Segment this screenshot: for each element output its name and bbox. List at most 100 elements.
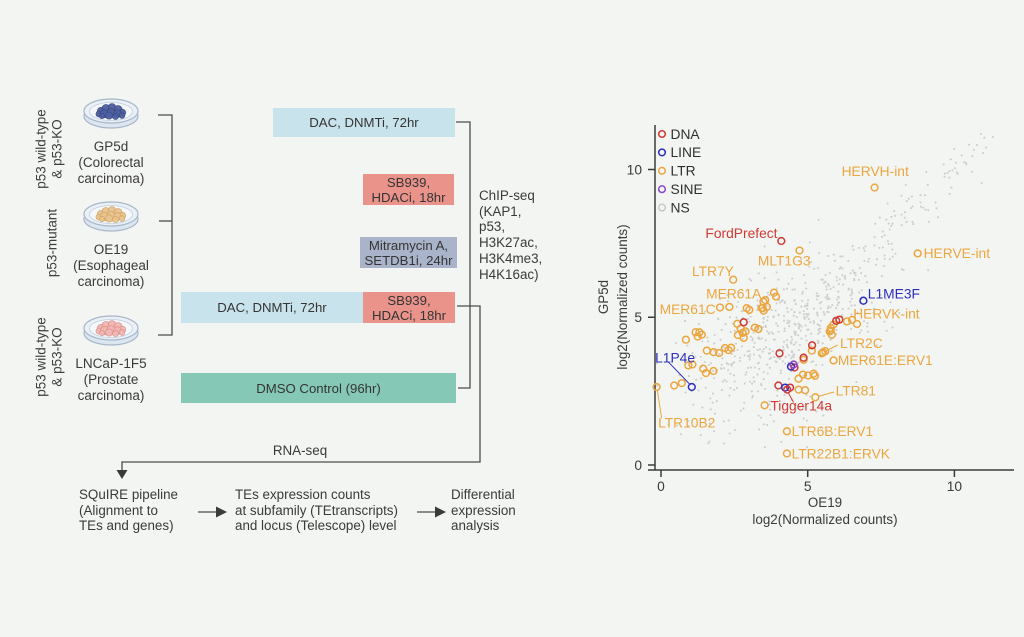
svg-text:0: 0: [634, 458, 642, 473]
te-point-ltr: [701, 368, 711, 378]
x-axis-subtitle: log2(Normalized counts): [752, 512, 897, 527]
point-herve-int: [913, 249, 922, 258]
pipeline-step-te-counts: TEs expression counts at subfamily (TEtr…: [235, 487, 398, 534]
te-point-dna: [739, 318, 748, 327]
treatment-box-mitramycin: Mitramycin A, SETDB1i, 24hr: [360, 237, 457, 268]
te-point-ltr: [693, 332, 702, 341]
te-point-ltr: [697, 330, 706, 339]
treatment-box-dac-dnmti: DAC, DNMTi, 72hr: [273, 108, 455, 137]
te-point-dna: [807, 341, 817, 350]
point-tigger14a: [783, 385, 792, 394]
te-point-ltr: [771, 292, 781, 301]
te-point-dna: [775, 349, 784, 358]
point-hervh-int: [870, 183, 879, 192]
down-arrowhead: [116, 470, 128, 479]
cell-line-bracket: [158, 114, 173, 336]
point-ltr22b1:ervk: [782, 449, 792, 458]
label-fordprefect: FordPrefect: [705, 226, 777, 241]
label-l1p4e: L1P4e: [655, 351, 695, 366]
legend-swatch-line: [657, 148, 667, 157]
te-point-ltr: [695, 328, 704, 337]
leader-l1p4e: [668, 361, 691, 385]
legend-swatch-ltr: [657, 166, 667, 175]
legend-label-sine: SINE: [671, 182, 703, 197]
te-point-ltr: [709, 347, 718, 357]
x-axis-title: OE19: [808, 495, 842, 510]
label-mer61a: MER61A: [706, 286, 762, 301]
te-point-ltr: [709, 366, 718, 376]
label-ltr81: LTR81: [836, 383, 876, 398]
te-point-ltr: [807, 346, 816, 355]
label-ltr6b:erv1: LTR6B:ERV1: [792, 424, 874, 439]
te-point-ltr: [760, 401, 769, 410]
pipeline-arrow-2-head: [435, 506, 446, 518]
te-point-sine: [789, 360, 798, 369]
point-hervk-int: [842, 317, 852, 326]
leader-ltr10b2: [657, 391, 663, 419]
petri-dish-gp5d: [82, 92, 140, 136]
te-point-ltr: [739, 333, 748, 343]
te-point-dna: [774, 381, 783, 390]
svg-text:10: 10: [947, 479, 963, 494]
label-ltr7y: LTR7Y: [692, 264, 734, 279]
svg-text:0: 0: [657, 479, 665, 494]
petri-dish-icon: [83, 98, 139, 129]
te-point-ltr: [725, 302, 734, 312]
te-point-ltr: [681, 335, 691, 344]
pipeline-step-differential: Differential expression analysis: [451, 487, 516, 534]
point-mer61e:erv1: [829, 356, 838, 365]
te-point-ltr: [759, 306, 768, 315]
label-mer61e:erv1: MER61E:ERV1: [838, 353, 933, 368]
chipseq-label: ChIP-seq (KAP1, p53, H3K27ac, H3K4me3, H…: [479, 188, 543, 282]
legend-label-dna: DNA: [671, 127, 701, 142]
treatment-box-dac-dnmti-combo: DAC, DNMTi, 72hr: [181, 292, 363, 323]
petri-dish-lncap: [82, 309, 140, 353]
pipeline-step-squire: SQuIRE pipeline (Alignment to TEs and ge…: [79, 487, 178, 534]
te-point-ltr: [798, 370, 808, 379]
te-point-ltr: [702, 346, 711, 355]
te-point-ltr: [794, 385, 803, 394]
label-ltr2c: LTR2C: [840, 336, 883, 351]
te-point-line: [780, 383, 790, 392]
petri-dish-icon: [83, 201, 139, 232]
te-point-dna: [835, 315, 844, 324]
legend-swatch-ns: [657, 203, 667, 212]
point-ltr6b:erv1: [782, 427, 792, 436]
rnaseq-label: RNA-seq: [272, 443, 328, 458]
treatment-box-dmso-control: DMSO Control (96hr): [181, 373, 456, 403]
label-ltr22b1:ervk: LTR22B1:ERVK: [792, 446, 891, 461]
label-mlt1g3: MLT1G3: [758, 254, 811, 269]
te-point-ltr: [670, 381, 679, 390]
label-mer61c: MER61C: [660, 302, 716, 317]
leader-lines: [657, 344, 838, 419]
point-l1me3f: [859, 296, 868, 305]
point-ltr81: [811, 393, 820, 402]
point-l1p4e: [687, 382, 696, 392]
legend-label-ns: NS: [671, 200, 690, 215]
point-ltr2c: [818, 348, 828, 357]
rnaseq-connector: [121, 305, 481, 470]
leader-ltr81: [818, 391, 835, 397]
leader-ltr2c: [825, 344, 838, 352]
te-point-ltr: [825, 327, 834, 336]
te-point-dna: [799, 353, 808, 362]
te-point-ltr: [852, 319, 862, 329]
y-axis-subtitle: log2(Normalized counts): [615, 224, 630, 369]
label-hervk-int: HERVK-int: [853, 307, 920, 322]
pipeline-arrow-1-head: [216, 506, 227, 518]
te-point-ltr: [810, 371, 820, 380]
te-point-ltr: [677, 378, 686, 388]
svg-text:5: 5: [634, 310, 642, 325]
axes: [648, 125, 1014, 477]
te-point-ltr: [688, 360, 697, 369]
cell-line-label-gp5d: GP5d (Colorectal carcinoma): [77, 139, 145, 186]
svg-text:5: 5: [804, 479, 812, 494]
treatment-box-sb939-hdaci: SB939, HDACi, 18hr: [363, 174, 454, 205]
point-fordprefect: [777, 236, 786, 246]
legend-swatch-sine: [657, 185, 667, 194]
